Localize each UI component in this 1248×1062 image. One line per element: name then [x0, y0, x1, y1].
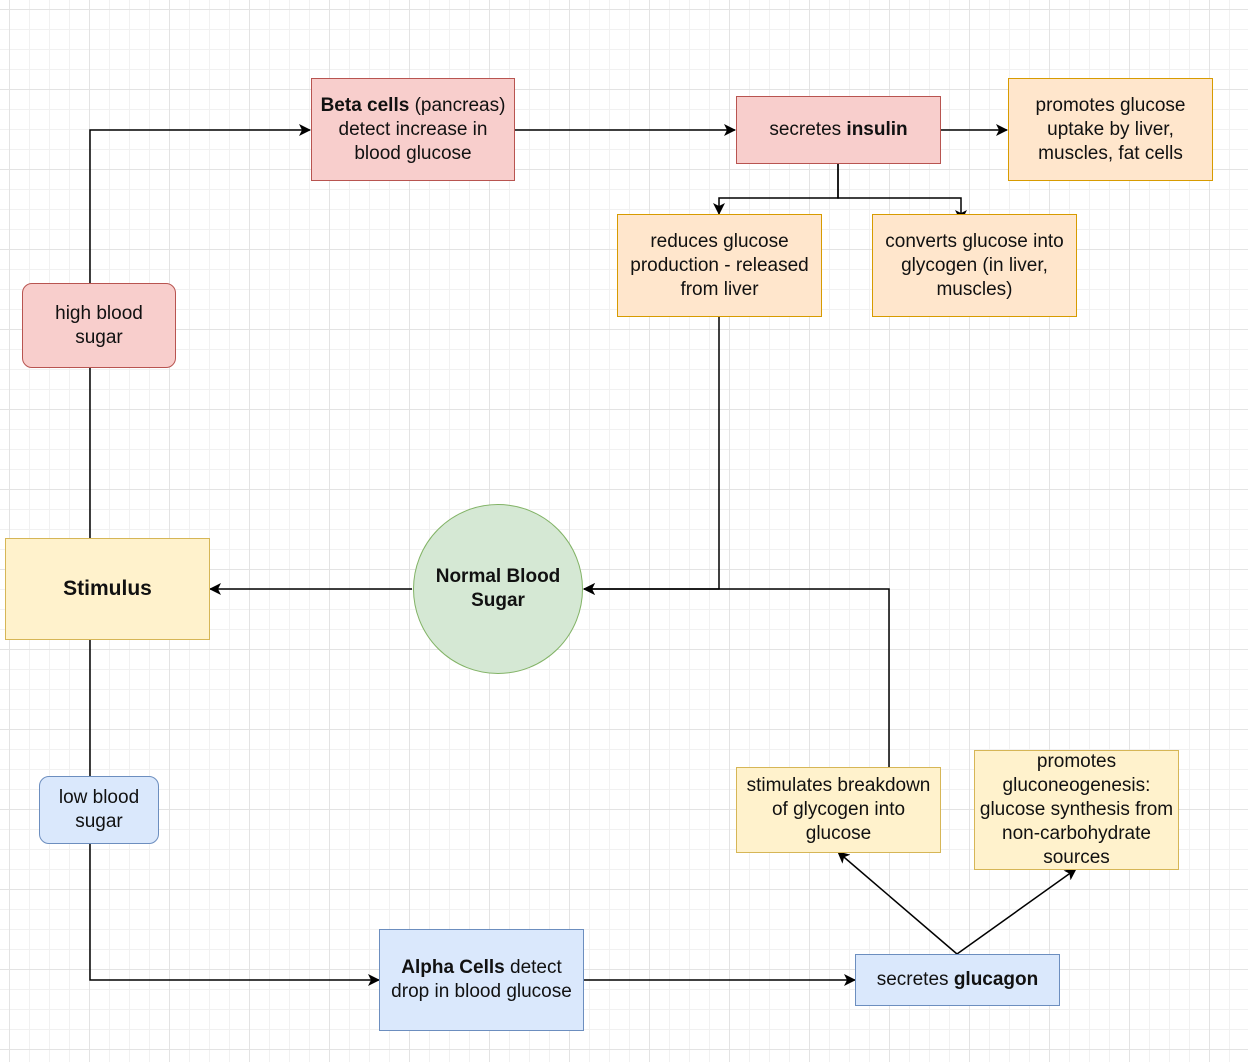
stimulus-node[interactable]: Stimulus: [5, 538, 210, 640]
edge-glucagon-to-breakdown: [837, 851, 958, 955]
edge-stimulus-to-beta-cells: [89, 124, 311, 538]
high-blood-sugar-node[interactable]: high blood sugar: [22, 283, 176, 368]
reduces-production-text: reduces glucose production - released fr…: [630, 230, 809, 300]
converts-glycogen-text: converts glucose into glycogen (in liver…: [885, 230, 1064, 300]
secretes-glucagon-node[interactable]: secretes glucagon: [855, 954, 1060, 1006]
edge-insulin-to-reduces: [713, 163, 839, 215]
breakdown-glycogen-text: stimulates breakdown of glycogen into gl…: [746, 775, 931, 844]
low-blood-sugar-node[interactable]: low blood sugar: [39, 776, 159, 844]
reduces-production-node[interactable]: reduces glucose production - released fr…: [617, 214, 822, 317]
breakdown-glycogen-node[interactable]: stimulates breakdown of glycogen into gl…: [736, 767, 941, 853]
gluconeogenesis-node[interactable]: promotes gluconeogenesis: glucose synthe…: [974, 750, 1179, 870]
stimulus-text: Stimulus: [63, 577, 152, 600]
beta-cells-text: Beta cells (pancreas) detect increase in…: [320, 94, 506, 164]
edge-stimulus-to-alpha-cells: [89, 640, 380, 986]
converts-glycogen-node[interactable]: converts glucose into glycogen (in liver…: [872, 214, 1077, 317]
low-blood-sugar-text: low blood sugar: [58, 787, 140, 832]
promotes-uptake-text: promotes glucose uptake by liver, muscle…: [1035, 94, 1186, 164]
secretes-glucagon-text: secretes glucagon: [876, 969, 1039, 990]
secretes-insulin-node[interactable]: secretes insulin: [736, 96, 941, 164]
edge-insulin-to-converts: [837, 163, 967, 222]
normal-blood-sugar-node[interactable]: Normal Blood Sugar: [413, 504, 583, 674]
edge-breakdown-to-normal: [583, 583, 890, 767]
edge-glucagon-to-gluconeogenesis: [956, 868, 1077, 955]
edge-reduces-to-normal: [583, 317, 720, 595]
high-blood-sugar-text: high blood sugar: [55, 302, 143, 348]
promotes-uptake-node[interactable]: promotes glucose uptake by liver, muscle…: [1008, 78, 1213, 181]
beta-cells-node[interactable]: Beta cells (pancreas) detect increase in…: [311, 78, 515, 181]
secretes-insulin-text: secretes insulin: [769, 119, 908, 140]
alpha-cells-text: Alpha Cells detect drop in blood glucose: [391, 957, 572, 1002]
alpha-cells-node[interactable]: Alpha Cells detect drop in blood glucose: [379, 929, 584, 1031]
normal-blood-sugar-text: Normal Blood Sugar: [435, 566, 561, 611]
gluconeogenesis-text: promotes gluconeogenesis: glucose synthe…: [979, 751, 1174, 868]
